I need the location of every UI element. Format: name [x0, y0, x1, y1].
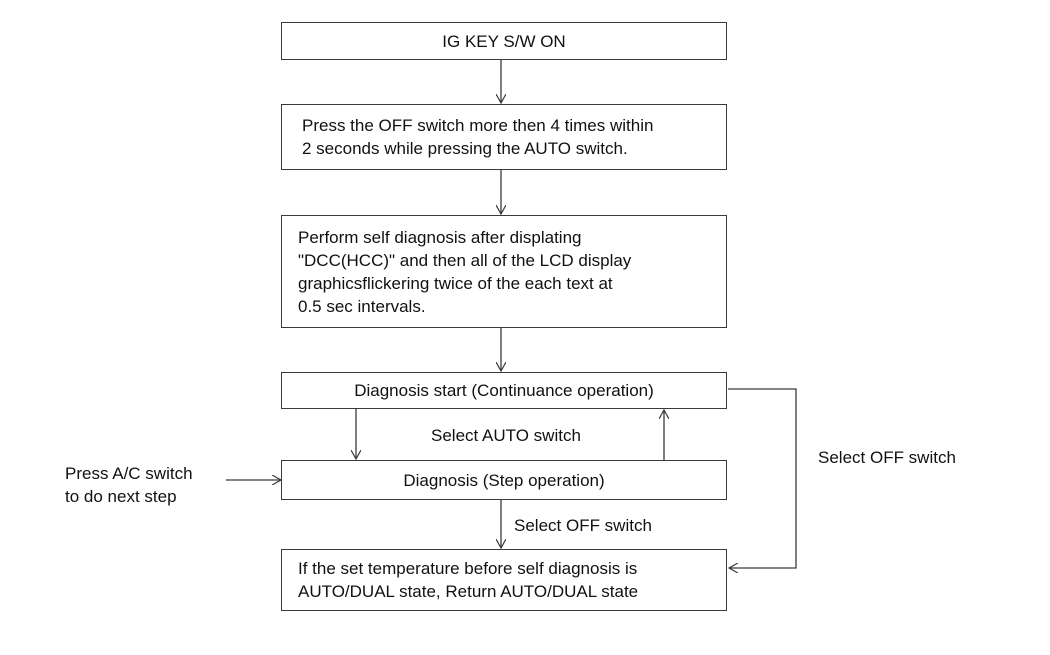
box-diagnosis-step-label: Diagnosis (Step operation): [403, 470, 605, 490]
box-ig-key-on-label: IG KEY S/W ON: [442, 31, 566, 51]
box-return-line-1: If the set temperature before self diagn…: [298, 559, 638, 578]
box-self-diagnosis-line-1: Perform self diagnosis after displating: [298, 227, 582, 247]
label-press-ac-line-1: Press A/C switch: [65, 464, 193, 483]
box-press-off-switch: Press the OFF switch more then 4 times w…: [281, 104, 727, 170]
box-self-diagnosis-line-3: graphicsflickering twice of the each tex…: [298, 273, 613, 293]
label-press-ac-switch: Press A/C switch to do next step: [65, 462, 193, 508]
arrow-start-to-return: [728, 388, 797, 568]
box-return-state: If the set temperature before self diagn…: [281, 549, 727, 611]
label-press-ac-line-2: to do next step: [65, 487, 177, 506]
box-diagnosis-start-label: Diagnosis start (Continuance operation): [354, 381, 654, 400]
box-press-off-line-2: 2 seconds while pressing the AUTO switch…: [302, 139, 628, 158]
box-diagnosis-step: Diagnosis (Step operation): [281, 460, 727, 500]
box-ig-key-on: IG KEY S/W ON: [281, 22, 727, 60]
label-select-auto-switch: Select AUTO switch: [431, 426, 581, 445]
box-self-diagnosis-line-2: "DCC(HCC)" and then all of the LCD displ…: [298, 250, 632, 270]
box-return-line-2: AUTO/DUAL state, Return AUTO/DUAL state: [298, 582, 639, 601]
box-self-diagnosis: Perform self diagnosis after displating …: [281, 215, 727, 328]
label-select-off-switch-bottom: Select OFF switch: [514, 516, 652, 535]
label-select-off-switch-right: Select OFF switch: [818, 448, 956, 467]
box-self-diagnosis-line-4: 0.5 sec intervals.: [298, 296, 426, 316]
box-diagnosis-start: Diagnosis start (Continuance operation): [281, 372, 727, 409]
box-press-off-line-1: Press the OFF switch more then 4 times w…: [302, 116, 654, 135]
